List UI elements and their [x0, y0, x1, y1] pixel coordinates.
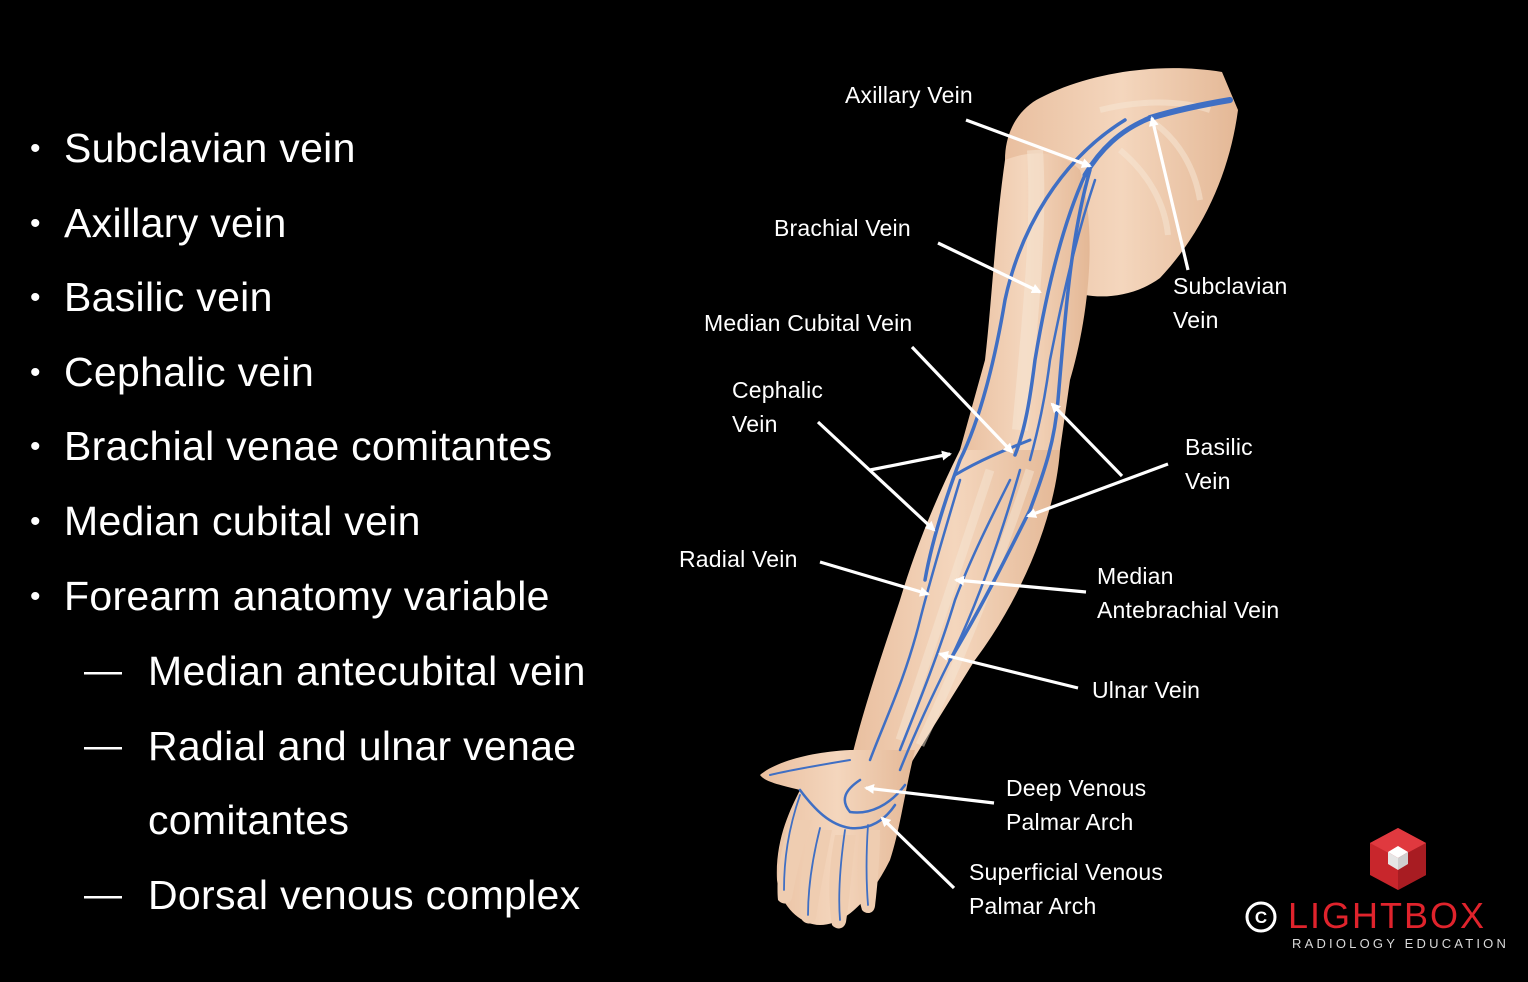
bullet-marker: •: [30, 430, 41, 463]
sub-bullet-marker: —: [84, 725, 122, 767]
bullet-list: • Subclavian vein • Axillary vein • Basi…: [0, 0, 660, 982]
subclavian-arrow: [1148, 116, 1190, 271]
brand-tagline: RADIOLOGY EDUCATION: [1292, 936, 1510, 951]
bullet-marker: •: [30, 356, 41, 389]
label-basilic-vein: Basilic Vein: [1185, 434, 1253, 494]
sub-bullet-marker: —: [84, 650, 122, 692]
ulnar-arrow: [938, 651, 1079, 690]
copyright-symbol: C: [1255, 908, 1267, 927]
finger: [857, 830, 880, 914]
cube-icon: [1370, 828, 1426, 890]
deep-palmar-arch: [843, 778, 907, 814]
label-axillary-vein: Axillary Vein: [845, 82, 973, 108]
label-arrows: [816, 116, 1190, 890]
median-cubital-vein: [953, 438, 1032, 477]
humerus: [1012, 149, 1045, 431]
sub-bullet-text: Radial and ulnar venae: [148, 723, 577, 769]
brachial-vein: [1013, 173, 1087, 457]
basilic-arrow-upper: [1050, 402, 1124, 478]
cephalic-arrow-upper: [869, 450, 952, 472]
brachial-vein-pair: [1028, 178, 1097, 462]
basilic-vein: [948, 168, 1092, 662]
label-median-antebrachial-vein: Median Antebrachial Vein: [1097, 563, 1280, 623]
deep-arch-arrow: [864, 783, 995, 805]
label-median-cubital-vein: Median Cubital Vein: [704, 310, 913, 336]
sub-bullet-text: comitantes: [148, 797, 350, 843]
superficial-arch-arrow: [880, 816, 956, 890]
median-antebrachial-arrow: [954, 575, 1087, 594]
radial-arrow: [819, 560, 930, 597]
label-ulnar-vein: Ulnar Vein: [1092, 677, 1201, 703]
median-cubital-arrow: [910, 345, 1014, 454]
sub-bullet-text: Dorsal venous complex: [148, 872, 581, 918]
basilic-arrow-lower: [1026, 462, 1169, 518]
finger: [829, 835, 856, 929]
label-subclavian-vein: Subclavian Vein: [1173, 273, 1288, 333]
brand-name: LIGHTBOX: [1288, 895, 1487, 936]
bullet-text: Axillary vein: [64, 200, 287, 246]
brachial-arrow: [937, 241, 1042, 294]
thumb-vein: [769, 759, 851, 776]
median-antebrachial-vein: [898, 478, 1012, 752]
cephalic-vein: [923, 118, 1127, 582]
label-brachial-vein: Brachial Vein: [774, 215, 911, 241]
bullet-text: Forearm anatomy variable: [64, 573, 550, 619]
radial-vein: [868, 478, 962, 762]
cephalic-arrow-lower: [816, 420, 936, 532]
bullet-marker: •: [30, 132, 41, 165]
digital-veins: [783, 794, 869, 921]
vein-network: [769, 97, 1233, 921]
label-radial-vein: Radial Vein: [679, 546, 798, 572]
bullet-marker: •: [30, 580, 41, 613]
bullet-marker: •: [30, 505, 41, 538]
bullet-text: Subclavian vein: [64, 125, 356, 171]
ulnar-vein: [898, 468, 1022, 772]
sub-bullet-marker: —: [84, 874, 122, 916]
bullet-marker: •: [30, 207, 41, 240]
bullet-text: Basilic vein: [64, 274, 273, 320]
axillary-arrow: [965, 118, 1092, 168]
label-deep-venous-palmar-arch: Deep Venous Palmar Arch: [1006, 775, 1147, 835]
label-superficial-venous-palmar-arch: Superficial Venous Palmar Arch: [969, 859, 1164, 919]
sub-bullet-text: Median antecubital vein: [148, 648, 586, 694]
lightbox-logo: C LIGHTBOX RADIOLOGY EDUCATION: [1244, 826, 1514, 956]
copyright-icon: C: [1245, 901, 1277, 933]
bullet-marker: •: [30, 281, 41, 314]
bullet-text: Brachial venae comitantes: [64, 423, 553, 469]
bullet-text: Median cubital vein: [64, 498, 421, 544]
finger: [777, 820, 812, 904]
bullet-text: Cephalic vein: [64, 349, 315, 395]
label-cephalic-vein: Cephalic Vein: [732, 377, 824, 437]
